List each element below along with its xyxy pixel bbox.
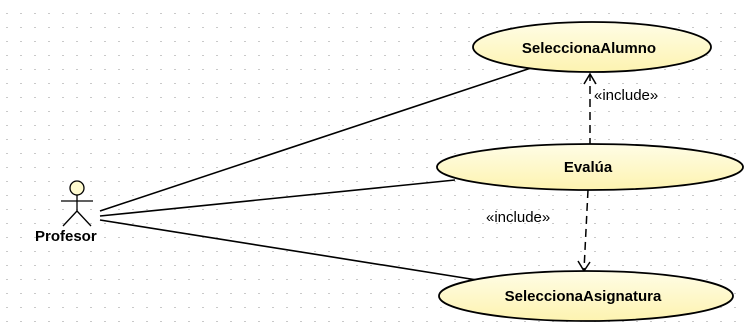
actor-profesor[interactable]: Profesor — [35, 180, 97, 245]
use-case-label: Evalúa — [564, 159, 613, 176]
use-case-label: SeleccionaAlumno — [522, 40, 656, 57]
actor-label: Profesor — [35, 228, 97, 245]
include-label-upper: «include» — [594, 87, 658, 104]
use-case-selecciona-alumno[interactable]: SeleccionaAlumno — [472, 21, 712, 73]
use-case-ellipse — [472, 21, 712, 73]
use-case-selecciona-asignatura[interactable]: SeleccionaAsignatura — [438, 270, 734, 322]
include-dashed-line — [583, 189, 589, 271]
use-case-evalua[interactable]: Evalúa — [436, 143, 744, 191]
use-case-label: SeleccionaAsignatura — [505, 288, 662, 305]
association-line-selecciona-alumno[interactable] — [99, 67, 532, 212]
include-label-lower: «include» — [486, 209, 550, 226]
association-line-evalua[interactable] — [99, 179, 456, 217]
association-line-selecciona-asignatura[interactable] — [99, 219, 478, 281]
use-case-ellipse — [438, 270, 734, 322]
use-case-ellipse — [436, 143, 744, 191]
include-arrowhead — [583, 72, 597, 85]
include-relation-selecciona-alumno[interactable] — [583, 72, 597, 146]
actor-stick-figure-icon — [61, 180, 93, 227]
